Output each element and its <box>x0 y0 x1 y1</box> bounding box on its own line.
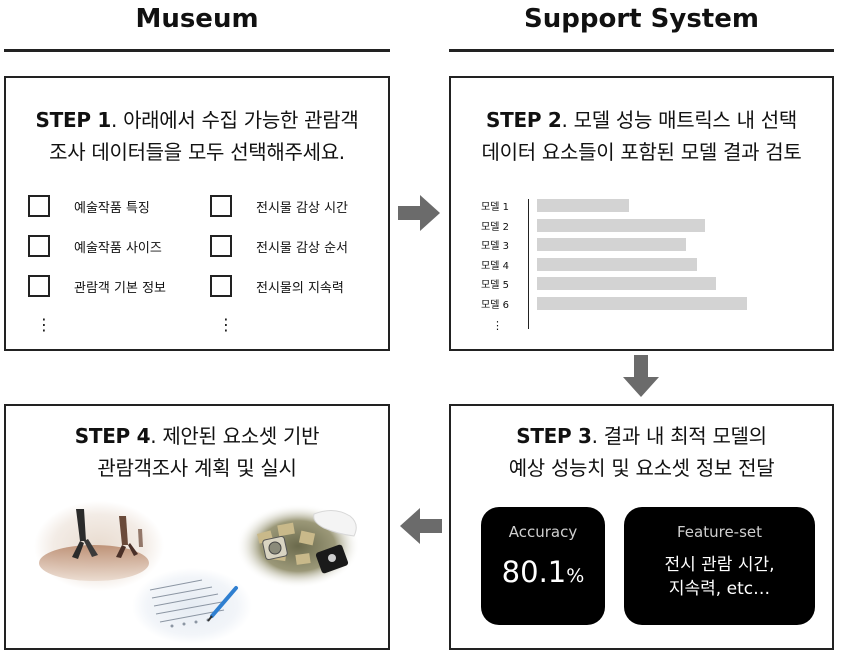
more-options-dots: ⋮ <box>218 315 234 334</box>
arrow-right-icon <box>398 195 440 231</box>
checkbox[interactable] <box>28 195 50 217</box>
checkbox[interactable] <box>210 275 232 297</box>
step4-label: STEP 4 <box>74 424 151 448</box>
step2-title: STEP 2. 모델 성능 매트릭스 내 선택 데이터 요소들이 포함된 모델 … <box>451 104 832 168</box>
accuracy-unit: % <box>566 565 585 587</box>
step1-label: STEP 1 <box>35 108 112 132</box>
support-system-header-rule <box>449 49 834 52</box>
option-label: 예술작품 사이즈 <box>74 241 162 256</box>
step4-title-line2: 관람객조사 계획 및 실시 <box>97 456 297 480</box>
model-label-1: 모델 1 <box>481 202 509 213</box>
museum-visitors-photo <box>34 501 164 591</box>
survey-paper-photo <box>132 568 252 644</box>
arrow-down-icon <box>623 355 659 397</box>
step1-title: STEP 1. 아래에서 수집 가능한 관람객 조사 데이터들을 모두 선택해주… <box>6 104 388 168</box>
step4-title: STEP 4. 제안된 요소셋 기반 관람객조사 계획 및 실시 <box>6 420 388 484</box>
support-system-header: Support System <box>524 4 759 34</box>
model-label-6: 모델 6 <box>481 299 509 311</box>
step1-title-line1: . 아래에서 수집 가능한 관람객 <box>110 108 359 132</box>
feature-set-tile: Feature-set 전시 관람 시간, 지속력, etc… <box>624 507 815 625</box>
step3-label: STEP 3 <box>516 424 592 448</box>
model-bar-3 <box>537 238 687 251</box>
option-label: 전시물 감상 순서 <box>256 241 348 256</box>
feature-set-label: Feature-set <box>676 523 763 541</box>
feature-set-value: 전시 관람 시간, 지속력, etc… <box>624 553 815 601</box>
model-label-5: 모델 5 <box>481 280 509 291</box>
option-label: 관람객 기본 정보 <box>74 281 166 296</box>
accuracy-value: 80.1 <box>501 555 567 589</box>
more-models-dots: ⋮ <box>492 319 503 332</box>
step3-box: STEP 3. 결과 내 최적 모델의 예상 성능치 및 요소셋 정보 전달 A… <box>449 404 834 650</box>
arrow-left-icon <box>400 508 442 544</box>
model-bar-1 <box>537 199 630 212</box>
option-label: 전시물의 지속력 <box>256 281 344 296</box>
feature-set-line1: 전시 관람 시간, <box>664 555 775 575</box>
option-label: 예술작품 특징 <box>74 201 150 216</box>
step3-title-line2: 예상 성능치 및 요소셋 정보 전달 <box>508 456 775 480</box>
step2-label: STEP 2 <box>486 108 562 132</box>
option-label: 전시물 감상 시간 <box>256 201 348 216</box>
model-label-4: 모델 4 <box>481 260 509 272</box>
model-bar-2 <box>537 218 705 232</box>
model-bar-4 <box>537 257 697 271</box>
step3-title: STEP 3. 결과 내 최적 모델의 예상 성능치 및 요소셋 정보 전달 <box>451 420 832 484</box>
step2-title-line1: . 모델 성능 매트릭스 내 선택 <box>561 108 798 132</box>
checkbox[interactable] <box>28 275 50 297</box>
step4-title-line1: . 제안된 요소셋 기반 <box>150 424 320 448</box>
step1-title-line2: 조사 데이터들을 모두 선택해주세요. <box>49 140 345 164</box>
step1-box: STEP 1. 아래에서 수집 가능한 관람객 조사 데이터들을 모두 선택해주… <box>4 76 390 351</box>
checkbox[interactable] <box>210 195 232 217</box>
step2-title-line2: 데이터 요소들이 포함된 모델 결과 검토 <box>481 140 802 164</box>
accuracy-label: Accuracy <box>508 523 578 541</box>
model-performance-chart: 모델 1 모델 2 모델 3 모델 4 모델 5 모델 6 ⋮ <box>481 199 781 334</box>
accuracy-value-wrap: 80.1% <box>481 555 605 589</box>
accuracy-tile: Accuracy 80.1% <box>481 507 605 625</box>
museum-header-rule <box>4 49 390 52</box>
checkbox[interactable] <box>210 235 232 257</box>
model-label-2: 모델 2 <box>481 221 509 233</box>
feature-set-line2: 지속력, etc… <box>668 579 771 599</box>
museum-header: Museum <box>135 4 259 34</box>
more-options-dots: ⋮ <box>36 315 52 334</box>
model-bar-5 <box>537 277 716 290</box>
model-label-3: 모델 3 <box>481 241 509 252</box>
artifact-handling-photo <box>238 504 360 588</box>
step3-title-line1: . 결과 내 최적 모델의 <box>591 424 767 448</box>
step2-box: STEP 2. 모델 성능 매트릭스 내 선택 데이터 요소들이 포함된 모델 … <box>449 76 834 351</box>
model-labels: 모델 1 모델 2 모델 3 모델 4 모델 5 모델 6 <box>481 199 527 334</box>
checkbox[interactable] <box>28 235 50 257</box>
step4-box: STEP 4. 제안된 요소셋 기반 관람객조사 계획 및 실시 <box>4 404 390 650</box>
model-bar-6 <box>537 296 747 310</box>
chart-axis-line <box>528 199 529 329</box>
model-bars <box>537 199 769 334</box>
